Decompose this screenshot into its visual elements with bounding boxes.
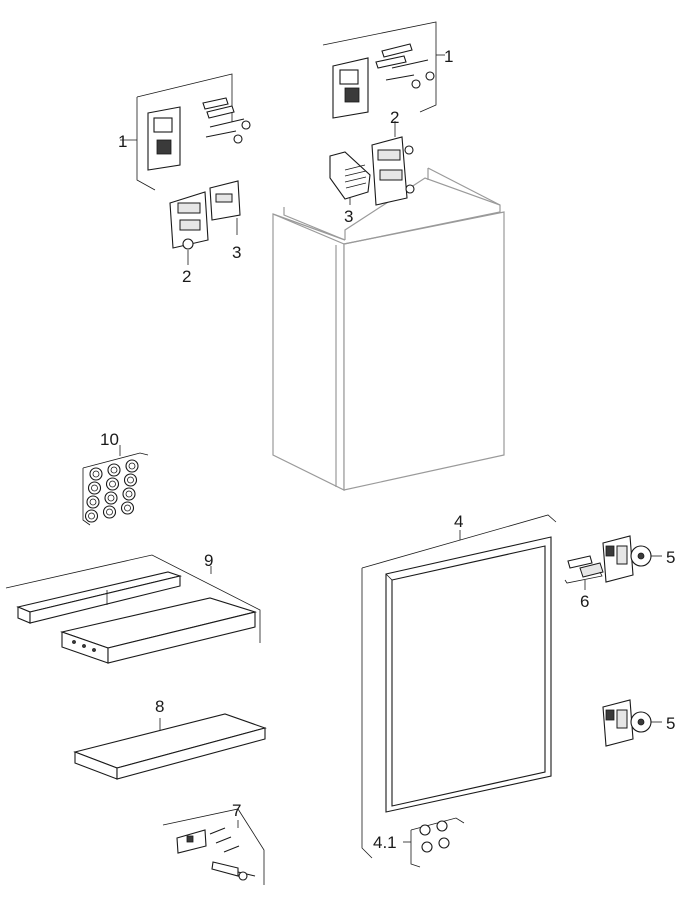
hanging-bracket-left [169,191,209,265]
label-5-lower: 5 [666,714,675,733]
label-4-1: 4.1 [373,833,397,852]
door-bumper-set [403,817,465,868]
label-1-right: 1 [444,47,453,66]
cover-cap-inner [110,466,118,474]
label-3-left: 3 [232,243,241,262]
cover-cap [120,501,135,515]
cover-cap [123,473,138,487]
door-hinge-lower [602,699,662,747]
cover-cap-inner [91,484,98,492]
wall-bracket-set-left [120,73,251,191]
cover-cap-inner [109,480,116,488]
label-2-right: 2 [390,108,399,127]
cover-cap-inner [89,498,97,506]
cover-cap-inner [92,470,100,478]
fitting-set [162,808,265,885]
adjuster-left [209,180,241,235]
hanging-bracket-right [371,121,415,206]
cover-cap-inner [124,504,131,512]
label-3-right: 3 [344,207,353,226]
cover-cap [84,509,99,523]
label-4: 4 [454,512,463,531]
part-labels: 1 1 2 2 3 3 10 9 8 7 4 4.1 5 5 6 [100,47,675,852]
cover-cap [104,491,118,505]
adjuster-right [329,151,371,205]
cover-cap [125,459,139,473]
cover-cap-inner [128,462,136,470]
cabinet-body [272,167,505,491]
glass-shelf [73,713,267,780]
cover-cap-inner [107,494,115,502]
door-hinge-upper [602,535,662,583]
cap-set-10 [82,445,149,526]
cover-cap [87,481,102,495]
shelf-rails [5,554,261,664]
cover-cap-inner [127,476,134,484]
cover-cap [122,487,136,501]
cover-cap-inner [88,512,95,520]
label-9: 9 [204,551,213,570]
label-8: 8 [155,697,164,716]
wall-bracket-set-right [322,21,445,119]
cover-cap [89,467,103,481]
label-1-left: 1 [118,132,127,151]
label-6: 6 [580,592,589,611]
hinge-cover-pads [564,555,604,590]
cover-cap [107,463,121,477]
cover-cap [86,495,100,509]
label-7: 7 [232,801,241,820]
label-2-left: 2 [182,267,191,286]
cabinet-door [361,514,557,859]
cover-cap-inner [106,508,113,516]
cover-cap-inner [125,490,133,498]
cover-cap [102,505,117,519]
cover-cap [105,477,120,491]
label-10: 10 [100,430,119,449]
label-5-upper: 5 [666,548,675,567]
